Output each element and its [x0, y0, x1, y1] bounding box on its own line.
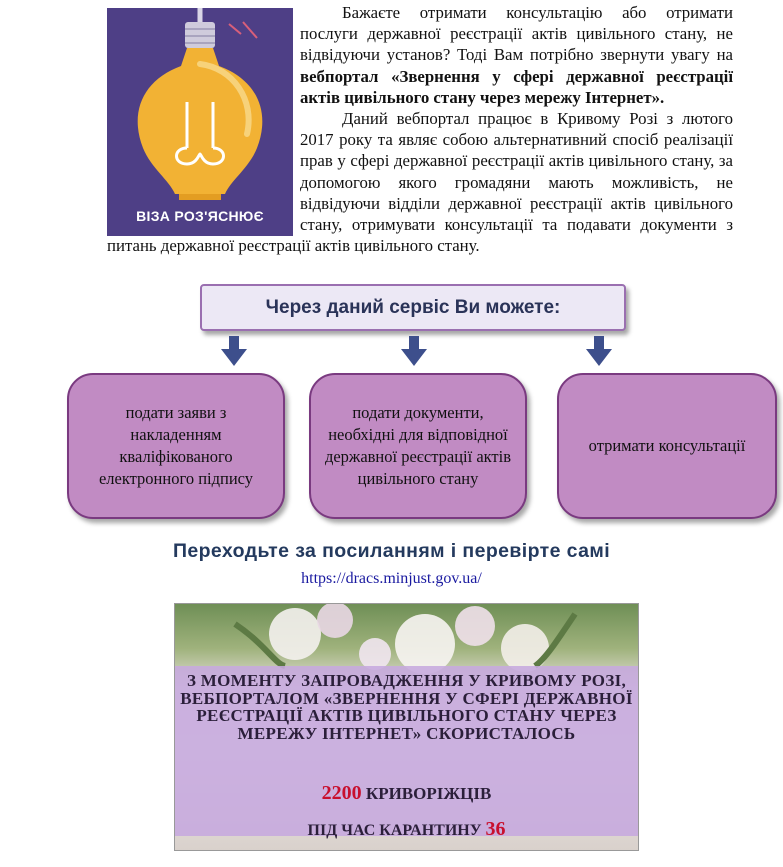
text-overlay — [175, 666, 638, 836]
service-card-documents: подати документи, необхідні для відповід… — [309, 373, 527, 519]
services-banner: Через даний сервіс Ви можете: — [200, 284, 626, 331]
users-count-number: 2200 — [321, 782, 362, 804]
arrow-down-icon — [586, 336, 612, 366]
bouquet-photo — [233, 604, 578, 674]
arrow-down-icon — [401, 336, 427, 366]
arrow-down-icon — [221, 336, 247, 366]
lightbulb-icon — [107, 8, 293, 236]
call-to-action: Переходьте за посиланням і перевірте сам… — [172, 540, 611, 562]
intro-text: Бажаєте отримати консультацію або отрима… — [107, 2, 733, 256]
statistics-text: З МОМЕНТУ ЗАПРОВАДЖЕННЯ У КРИВОМУ РОЗІ, … — [180, 671, 633, 743]
poster-caption: ВІЗА РОЗ'ЯСНЮЄ — [136, 208, 264, 224]
quarantine-label: ПІД ЧАС КАРАНТИНУ — [307, 822, 482, 839]
intro-paragraph-1: Бажаєте отримати консультацію або отрима… — [300, 3, 733, 107]
portal-name: вебпортал «Звернення у сфері державної р… — [300, 66, 733, 107]
intro-paragraph-2: Даний вебпортал працює в Кривому Розі з … — [107, 109, 733, 256]
poster-image: ВІЗА РОЗ'ЯСНЮЄ — [107, 8, 293, 236]
users-count-suffix: КРИВОРІЖЦІВ — [365, 784, 492, 803]
service-card-consultation: отримати консультації — [557, 373, 777, 519]
portal-link[interactable]: https://dracs.minjust.gov.ua/ — [301, 570, 482, 587]
service-card-sign: подати заяви з накладенням кваліфіковано… — [67, 373, 285, 519]
statistics-photo: З МОМЕНТУ ЗАПРОВАДЖЕННЯ У КРИВОМУ РОЗІ, … — [174, 603, 639, 851]
quarantine-count: ПІД ЧАС КАРАНТИНУ 36 — [175, 818, 638, 841]
users-count: 2200 КРИВОРІЖЦІВ — [175, 782, 638, 805]
quarantine-number: 36 — [485, 818, 506, 840]
